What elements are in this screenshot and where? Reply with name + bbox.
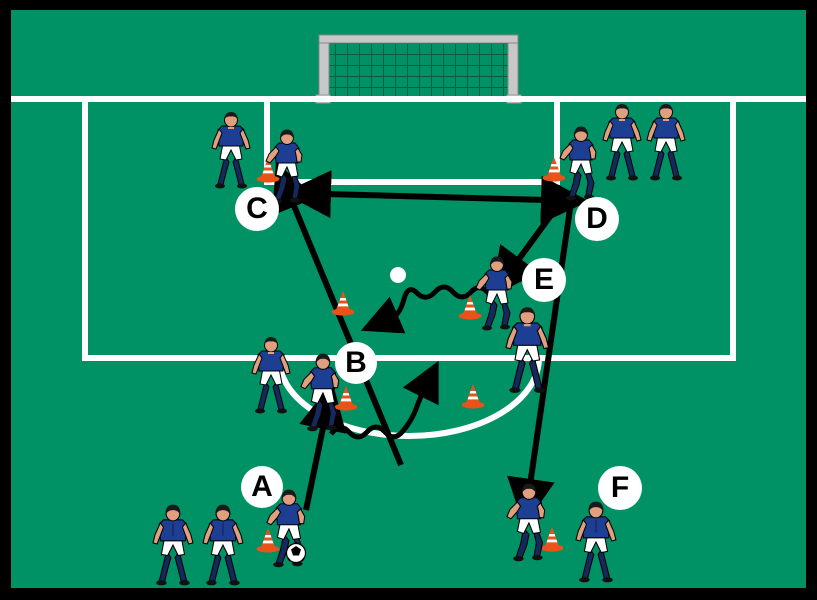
station-label-a[interactable]: A [241,466,283,508]
ball-mid-field [390,267,406,283]
player-station-d-active [559,126,597,201]
station-label-b[interactable]: B [335,342,377,384]
station-label-f[interactable]: F [598,466,642,510]
station-label-e-text: E [533,263,554,296]
run-arrow-b-to-c [272,162,404,467]
dribble-wave-e-to-left [360,284,491,334]
station-label-d-text: D [586,202,608,235]
goal [315,34,522,104]
player-queue-c-back [211,111,251,189]
cone-station-d [542,157,566,182]
ball-layer [285,267,406,564]
player-station-b-active [300,353,340,432]
player-queue-a-2 [202,504,244,586]
penalty-arc [276,357,542,439]
penalty-area-line [82,99,736,361]
station-label-a-text: A [251,470,273,503]
run-arrow-a-to-b [299,381,347,511]
station-label-f-text: F [610,471,630,504]
player-station-e-active [475,256,513,331]
player-queue-d-2 [646,103,686,181]
player-layer [152,103,686,586]
cone-station-f [540,527,564,552]
player-queue-a-1 [152,504,194,586]
station-label-e[interactable]: E [522,258,566,302]
station-label-b-text: B [345,346,367,379]
soccer-field: A B C D E F [11,10,806,588]
player-queue-d-1 [602,103,642,181]
dribble-wave-a-to-b [329,360,439,440]
arrow-layer [272,162,589,527]
pass-arrow-d-to-f [507,201,574,527]
goal-area-line [264,99,560,185]
cone-station-b [334,386,358,411]
goal-line [11,96,806,102]
station-label-c[interactable]: C [235,187,279,231]
pass-arrow-d-to-e [491,194,568,297]
ball-station-a [285,542,307,564]
field-graphics-layer [11,34,806,586]
field-markings [11,34,806,439]
cone-station-a [256,528,280,553]
station-label-d[interactable]: D [575,197,619,241]
pass-arrow-c-to-d [283,170,589,224]
cone-arc-right [461,384,485,409]
player-queue-f-back [575,501,617,583]
station-label-c-text: C [246,192,268,225]
player-station-f-active [506,483,546,562]
